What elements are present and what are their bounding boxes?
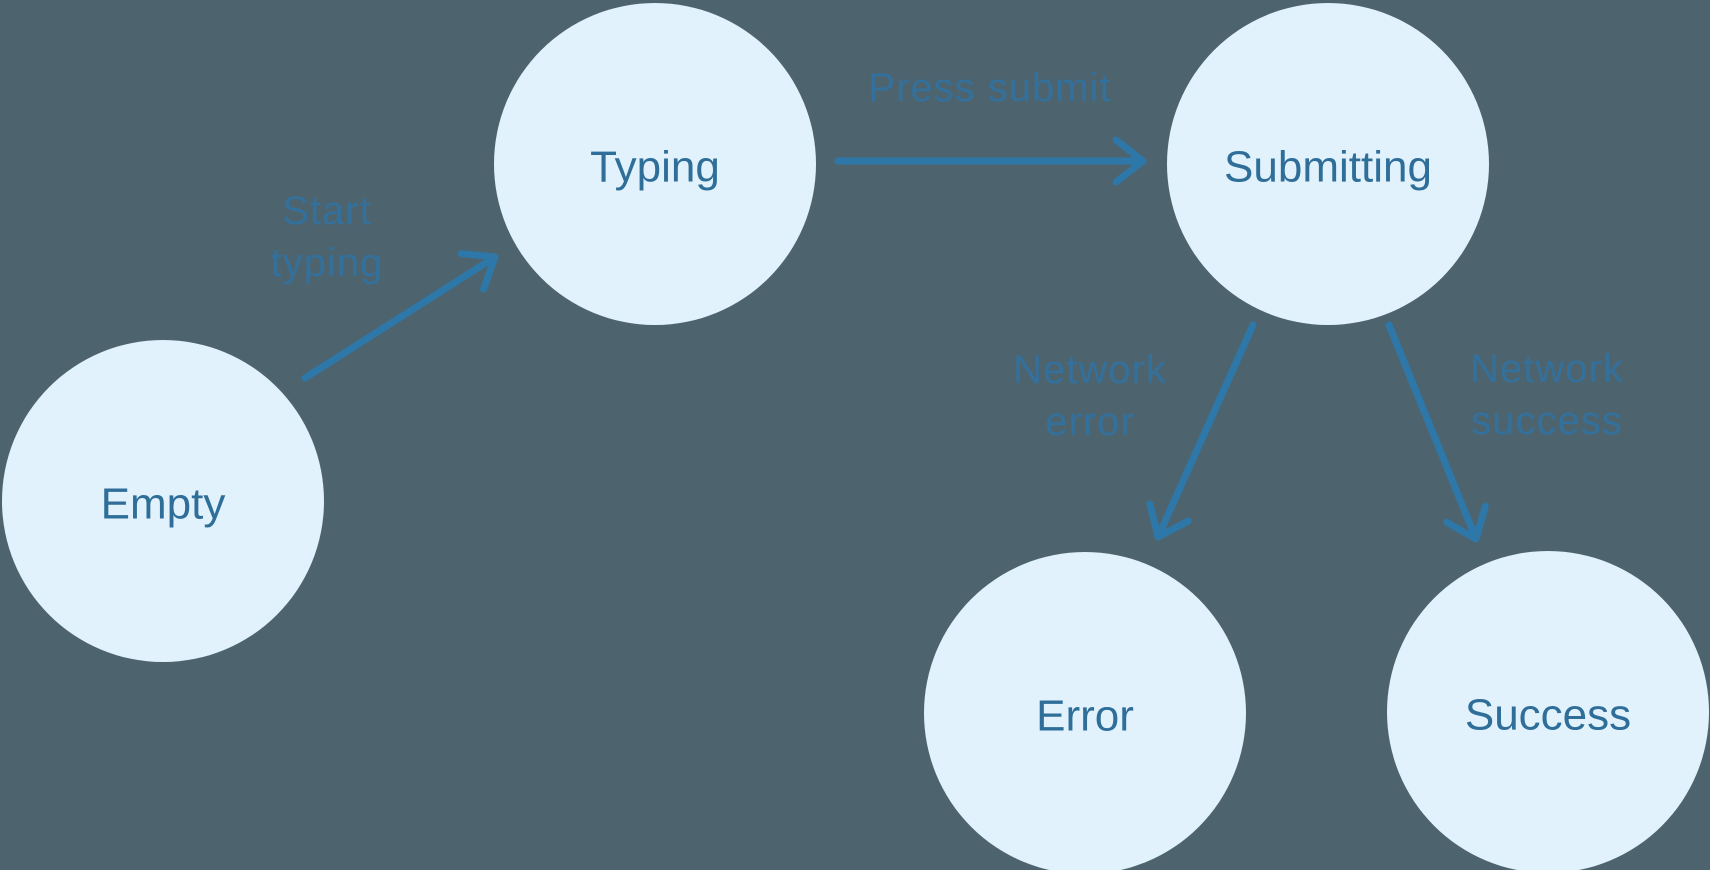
state-node-empty: [2, 340, 324, 662]
transition-label-press-submit: Press submit: [868, 66, 1111, 110]
transition-arrowhead-start-typing: [457, 250, 499, 293]
transition-arrow-start-typing: [301, 257, 492, 382]
state-label-submitting: Submitting: [1224, 143, 1432, 192]
state-node-typing: [494, 3, 816, 325]
transition-arrowhead-press-submit: [1112, 136, 1147, 186]
transition-arrow-network-error: [1157, 321, 1257, 534]
state-label-empty: Empty: [101, 480, 226, 529]
transition-arrowhead-network-error: [1146, 500, 1192, 541]
state-node-error: [924, 552, 1246, 870]
transition-label-network-error-line2: error: [1045, 400, 1134, 444]
transition-label-start-typing-line2: typing: [271, 241, 384, 285]
transition-arrow-network-success: [1385, 321, 1477, 536]
transition-arrowhead-network-success: [1443, 502, 1489, 543]
state-label-typing: Typing: [590, 143, 720, 192]
transition-label-network-success-line2: success: [1471, 399, 1623, 443]
state-node-submitting: [1167, 3, 1489, 325]
transition-label-network-success-line1: Network: [1470, 347, 1624, 391]
state-node-success: [1387, 551, 1709, 870]
transition-label-start-typing-line1: Start: [282, 189, 371, 233]
transition-label-network-error-line1: Network: [1013, 348, 1167, 392]
state-label-error: Error: [1036, 692, 1134, 741]
state-label-success: Success: [1465, 691, 1631, 740]
